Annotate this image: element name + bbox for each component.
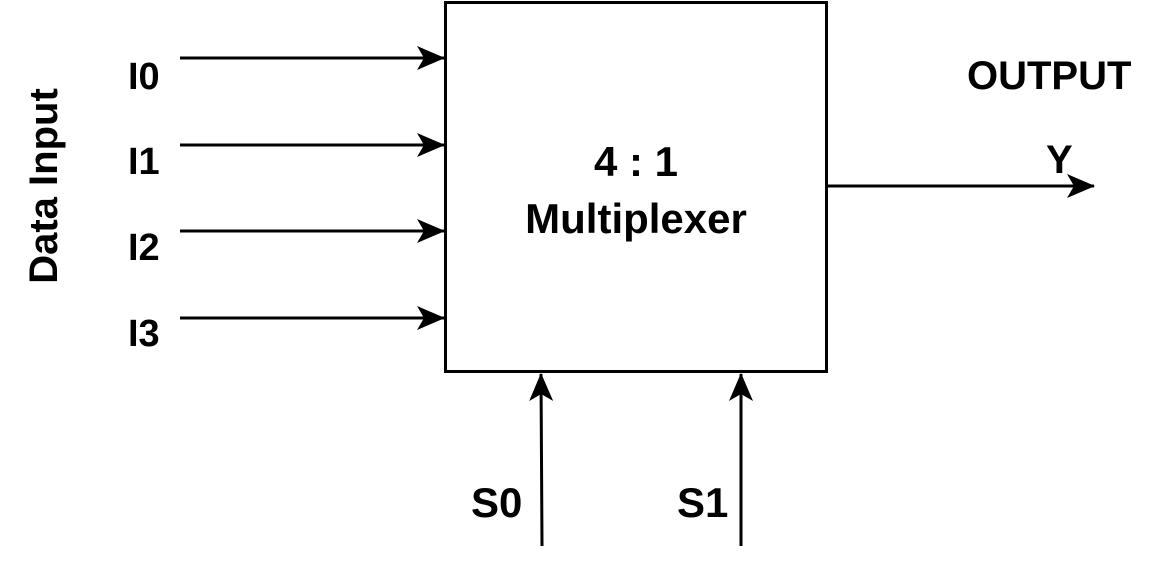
input-label-i3: I3 (128, 313, 160, 355)
select-line-s0 (529, 373, 554, 547)
input-label-i0: I0 (128, 56, 160, 98)
input-label-i1: I1 (128, 141, 160, 183)
mux-ratio-label: 4 : 1 (593, 138, 679, 185)
output-heading: OUTPUT (967, 54, 1132, 98)
data-input-label: Data Input (22, 88, 66, 284)
select-label-s0: S0 (471, 479, 523, 526)
multiplexer-block (444, 1, 828, 373)
select-label-s1: S1 (677, 479, 729, 526)
input-label-i2: I2 (128, 227, 160, 269)
mux-name-label: Multiplexer (525, 195, 747, 242)
output-signal-label: Y (1046, 138, 1073, 182)
